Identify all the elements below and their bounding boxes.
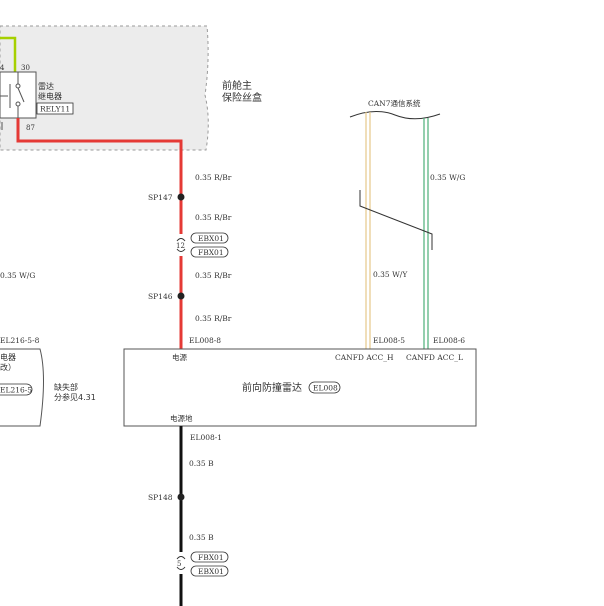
module-box	[123, 348, 477, 427]
wire-label-red-1: 0.35 R/Br	[195, 173, 232, 182]
connector-symbol-lower	[176, 566, 186, 570]
left-connector-tag: EL216-5	[0, 386, 32, 395]
module-pin-can-h: EL008-5	[373, 336, 405, 345]
connector-upper-b: FBX01	[198, 248, 224, 257]
relay-pin-top: 30	[21, 64, 30, 72]
splice-dot-sp148	[177, 493, 185, 501]
module-pin-power: EL008-8	[189, 336, 221, 345]
wire-label-can-l: 0.35 W/G	[430, 173, 465, 182]
relay-arm	[17, 87, 25, 103]
relay-pin-left: 4	[0, 64, 5, 72]
connector-tag-box	[190, 551, 229, 563]
module-can-h-label: CANFD ACC_H	[335, 353, 394, 362]
relay-tag-box	[36, 102, 74, 115]
left-connector-pin: EL216-5-8	[0, 336, 40, 345]
left-wire-label: 0.35 W/G	[0, 271, 35, 280]
can-bus-break	[349, 111, 441, 120]
fusebox-title-line2: 保险丝盒	[222, 91, 262, 104]
relay-name-line1: 雷达	[38, 81, 54, 91]
left-box-text-line2: 改）	[0, 362, 16, 372]
connector-lower-a: FBX01	[198, 553, 224, 562]
can-bus-label: CAN7通信系统	[368, 98, 421, 108]
connector-tag-box	[190, 246, 229, 258]
splice-label-sp147: SP147	[148, 193, 173, 202]
connector-lower-b: EBX01	[198, 567, 224, 576]
wire-label-can-h: 0.35 W/Y	[373, 270, 408, 279]
module-pin-can-l: EL008-6	[433, 336, 465, 345]
splice-label-sp148: SP148	[148, 493, 173, 502]
relay-pin-bottom: 87	[26, 124, 35, 132]
wire-label-red-4: 0.35 R/Br	[195, 314, 232, 323]
left-box-text-line1: 电器	[0, 352, 16, 362]
connector-symbol-upper	[176, 248, 186, 252]
left-partial-box	[0, 348, 44, 427]
module-name: 前向防撞雷达	[242, 381, 302, 394]
module-tag-box	[308, 381, 341, 394]
twisted-pair-marker	[359, 190, 433, 250]
connector-gap-upper	[177, 234, 185, 256]
power-wire	[16, 118, 183, 350]
relay-name-line2: 继电器	[38, 91, 62, 101]
splice-label-sp146: SP146	[148, 292, 173, 301]
left-connector-tag-box	[0, 383, 33, 396]
left-ref-line1: 缺失部	[54, 382, 78, 392]
connector-tag-box	[190, 232, 229, 244]
left-ref-line2: 分参见4.31	[54, 392, 96, 402]
wire-label-black-1: 0.35 B	[189, 459, 214, 468]
splice-dot-sp146	[177, 292, 185, 300]
relay-tag: RELY11	[40, 105, 70, 114]
fusebox-region	[0, 25, 209, 151]
module-tag: EL008	[313, 384, 338, 393]
wire-label-red-3: 0.35 R/Br	[195, 271, 232, 280]
wire-label-red-2: 0.35 R/Br	[195, 213, 232, 222]
connector-pin-lower: 5	[177, 560, 181, 568]
splice-dot-sp147	[177, 193, 185, 201]
module-can-l-label: CANFD ACC_L	[406, 353, 463, 362]
relay-control-wire	[0, 36, 17, 72]
connector-tag-box	[190, 565, 229, 577]
connector-gap-lower	[177, 552, 185, 574]
module-pin-ground: EL008-1	[190, 433, 222, 442]
connector-upper-a: EBX01	[198, 234, 224, 243]
connector-symbol-upper	[176, 238, 186, 242]
connector-pin-upper: 12	[176, 242, 185, 250]
wire-label-black-2: 0.35 B	[189, 533, 214, 542]
fusebox-title-line1: 前舱主	[222, 79, 252, 92]
connector-symbol-lower	[176, 556, 186, 560]
module-power-label: 电源	[172, 352, 187, 362]
module-ground-label: 电源地	[170, 413, 193, 423]
